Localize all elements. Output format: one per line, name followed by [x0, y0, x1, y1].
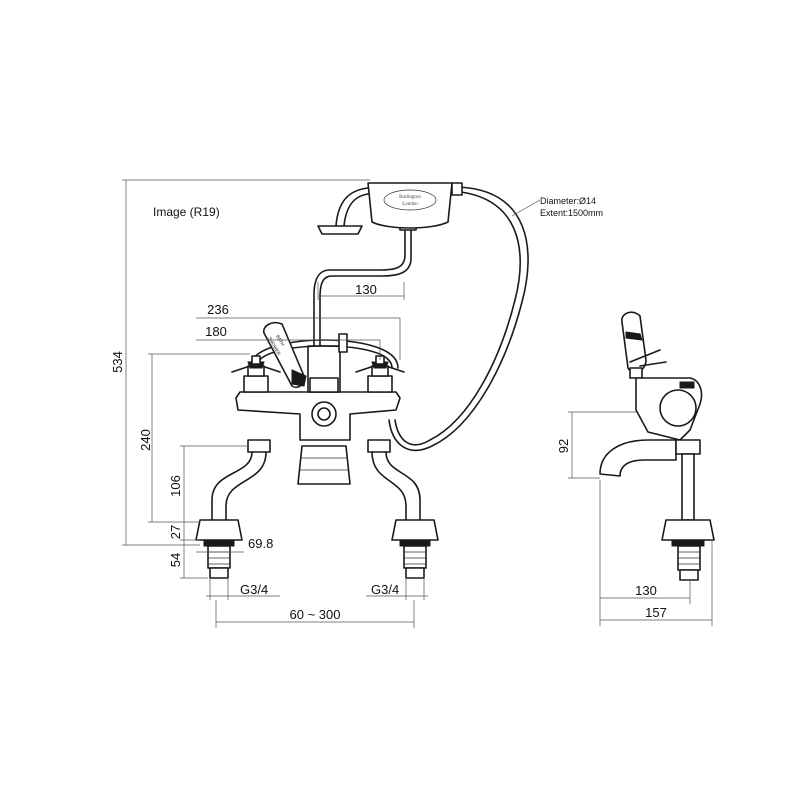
- dim-thread-left: G3/4: [240, 582, 268, 597]
- left-leg: [195, 439, 271, 579]
- side-dimensions: 92 130 157: [556, 411, 713, 626]
- shower-handset: Burlington London: [317, 182, 463, 235]
- dim-spout-height: 92: [556, 439, 571, 453]
- diverter-lever: SHOWER BATH: [262, 321, 307, 389]
- shower-rose: [317, 225, 363, 235]
- dim-width-inner: 180: [205, 324, 227, 339]
- dim-thread-right: G3/4: [371, 582, 399, 597]
- dim-centres: 60 ~ 300: [290, 607, 341, 622]
- dim-handset-offset: 130: [355, 282, 377, 297]
- dim-leg-height: 106: [168, 475, 183, 497]
- dim-overall-height: 534: [110, 351, 125, 373]
- handset-brand-city: London: [402, 202, 418, 207]
- right-shank: [403, 545, 427, 569]
- left-cross-handle: [231, 355, 281, 393]
- side-spout: [599, 439, 677, 477]
- dim-width-outer: 236: [207, 302, 229, 317]
- dim-projection-inner: 130: [635, 583, 657, 598]
- dim-projection-outer: 157: [645, 605, 667, 620]
- dim-body-height: 240: [138, 429, 153, 451]
- left-collar: [195, 519, 243, 541]
- side-collar: [661, 519, 715, 541]
- dim-shank-length: 54: [168, 553, 183, 567]
- hose-extent-note: Extent:1500mm: [540, 208, 603, 218]
- left-shank: [207, 545, 231, 569]
- side-view: [599, 311, 715, 581]
- handset-cradle: [313, 227, 406, 351]
- image-caption: Image (R19): [153, 205, 220, 219]
- bath-spout: [297, 445, 351, 485]
- handset-brand-name: Burlington: [399, 195, 421, 200]
- front-dimensions: 534 240 106 27 54 69.8 G3/4 G3/4 60 ~ 30…: [110, 179, 428, 628]
- hose-diameter-note: Diameter:Ø14: [540, 196, 596, 206]
- front-view: Burlington London SHOWER BATH: [195, 182, 603, 579]
- side-lever: [621, 311, 647, 373]
- side-pillar: [681, 453, 695, 521]
- right-leg: [367, 439, 439, 579]
- right-collar: [391, 519, 439, 541]
- dim-collar-height: 27: [168, 525, 183, 539]
- shower-hose: [394, 190, 521, 446]
- dim-shank-width: 69.8: [248, 536, 273, 551]
